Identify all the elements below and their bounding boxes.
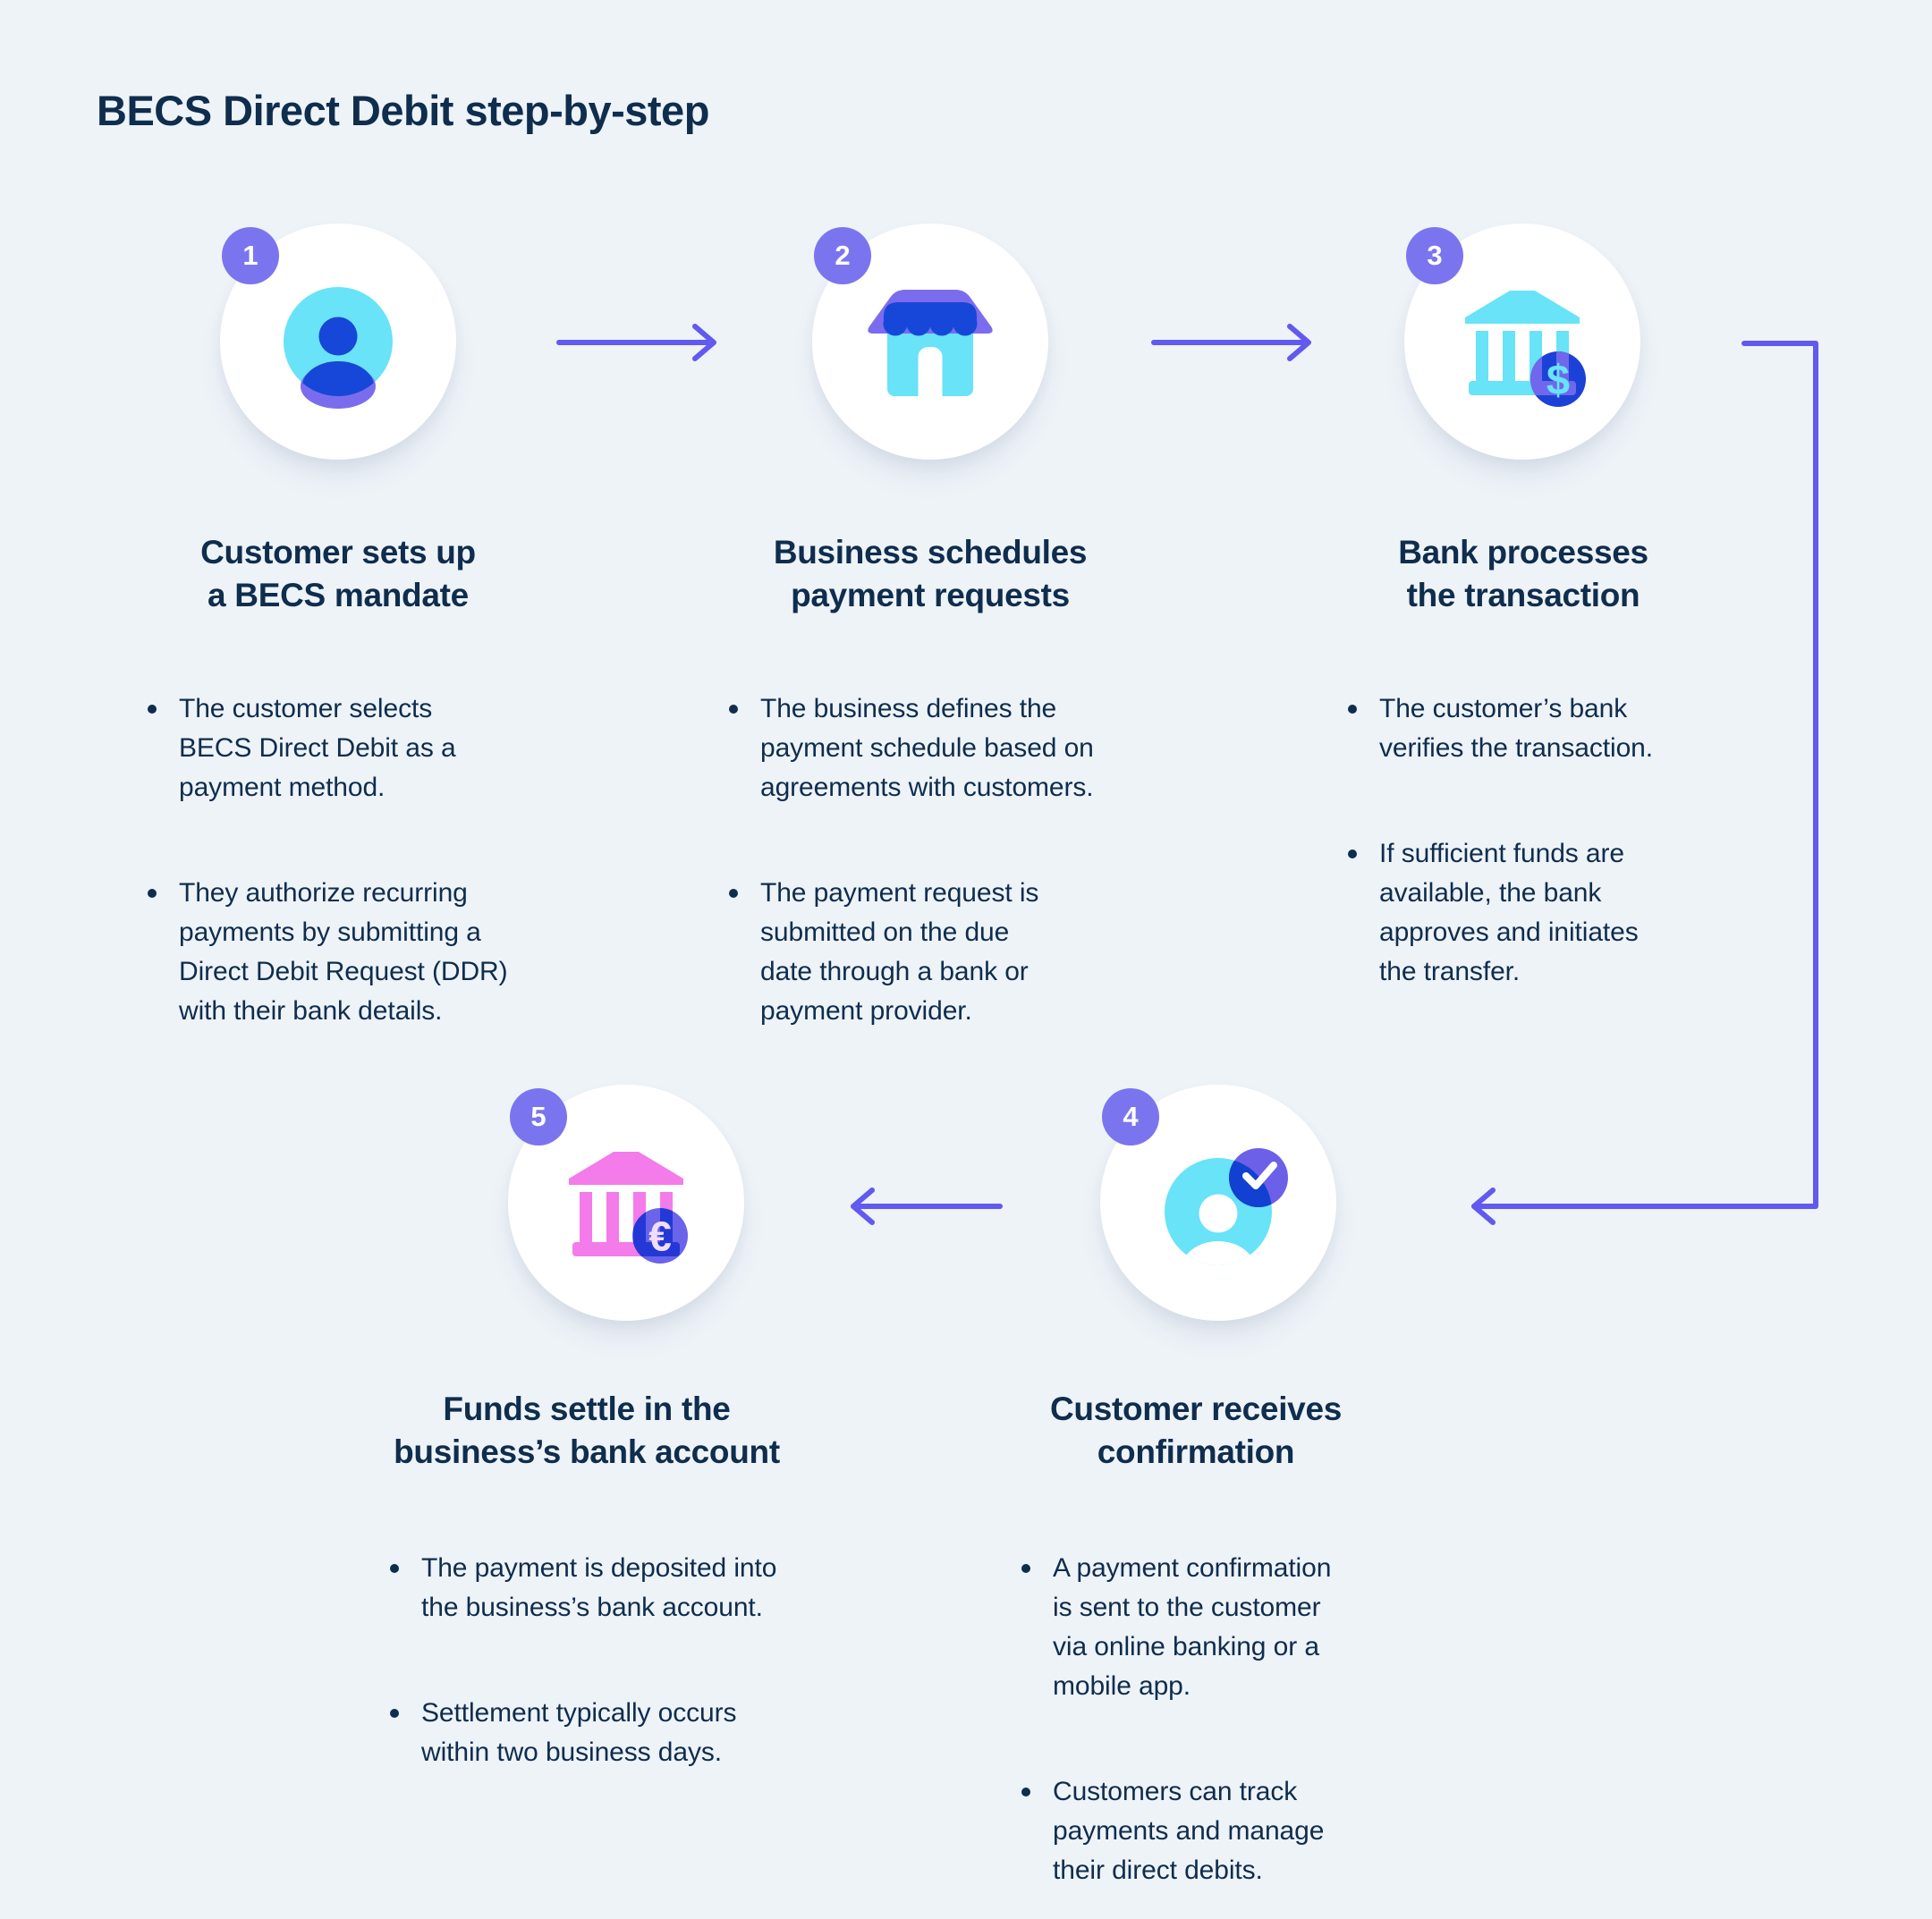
customer-check-icon [1165,1148,1288,1265]
step-number-badge: 5 [510,1088,567,1145]
step-number-badge: 2 [814,227,871,284]
arrow-step2-to-step3-icon [1151,324,1311,361]
step-number-badge: 1 [222,227,279,284]
step-card-1: 1 [220,224,456,460]
bank-dollar-icon: $ [1465,291,1586,407]
bullet-item: They authorize recurring payments by sub… [146,874,548,1031]
step-bullets-2: The business defines the payment schedul… [727,650,1165,1097]
step-heading-1: Customer sets up a BECS mandate [200,534,476,613]
step-card-2: 2 [812,224,1048,460]
storefront-icon [868,290,993,396]
euro-badge-icon: € [632,1208,688,1264]
bullet-item: The business defines the payment schedul… [727,689,1165,807]
dollar-badge-icon: $ [1530,351,1586,407]
step-number-badge: 3 [1406,227,1463,284]
step-bullets-3: The customer’s bank verifies the transac… [1346,650,1686,1058]
bullet-item: A payment confirmation is sent to the cu… [1020,1549,1404,1706]
awning-shape [883,302,978,336]
step-card-3: $ 3 [1404,224,1640,460]
bank-euro-icon: € [569,1152,688,1264]
step-bullets-5: The payment is deposited into the busine… [388,1509,818,1839]
step-card-5: € 5 [508,1085,744,1321]
arrow-step4-to-step5-icon [851,1188,1003,1225]
step-heading-4: Customer receives confirmation [1049,1391,1343,1470]
customer-avatar-icon [284,287,393,409]
bullet-item: Settlement typically occurs within two b… [388,1694,818,1772]
step-number-badge: 4 [1102,1088,1159,1145]
svg-text:€: € [648,1213,672,1260]
step-heading-2: Business schedules payment requests [773,534,1088,613]
step-card-4: 4 [1100,1085,1336,1321]
door-shape [918,347,943,396]
step-heading-5: Funds settle in the business’s bank acco… [394,1391,780,1470]
step-heading-3: Bank processes the transaction [1398,534,1648,613]
arrow-step1-to-step2-icon [556,324,716,361]
svg-text:$: $ [1546,356,1570,403]
check-badge-icon [1229,1148,1288,1207]
step-bullets-4: A payment confirmation is sent to the cu… [1020,1509,1404,1919]
bullet-item: The payment request is submitted on the … [727,874,1165,1031]
page-title: BECS Direct Debit step-by-step [97,87,709,134]
bullet-item: Customers can track payments and manage … [1020,1772,1404,1890]
bullet-item: The payment is deposited into the busine… [388,1549,818,1627]
bullet-item: If sufficient funds are available, the b… [1346,834,1686,992]
bullet-item: The customer’s bank verifies the transac… [1346,689,1686,768]
bullet-item: The customer selects BECS Direct Debit a… [146,689,548,807]
step-bullets-1: The customer selects BECS Direct Debit a… [146,650,548,1097]
